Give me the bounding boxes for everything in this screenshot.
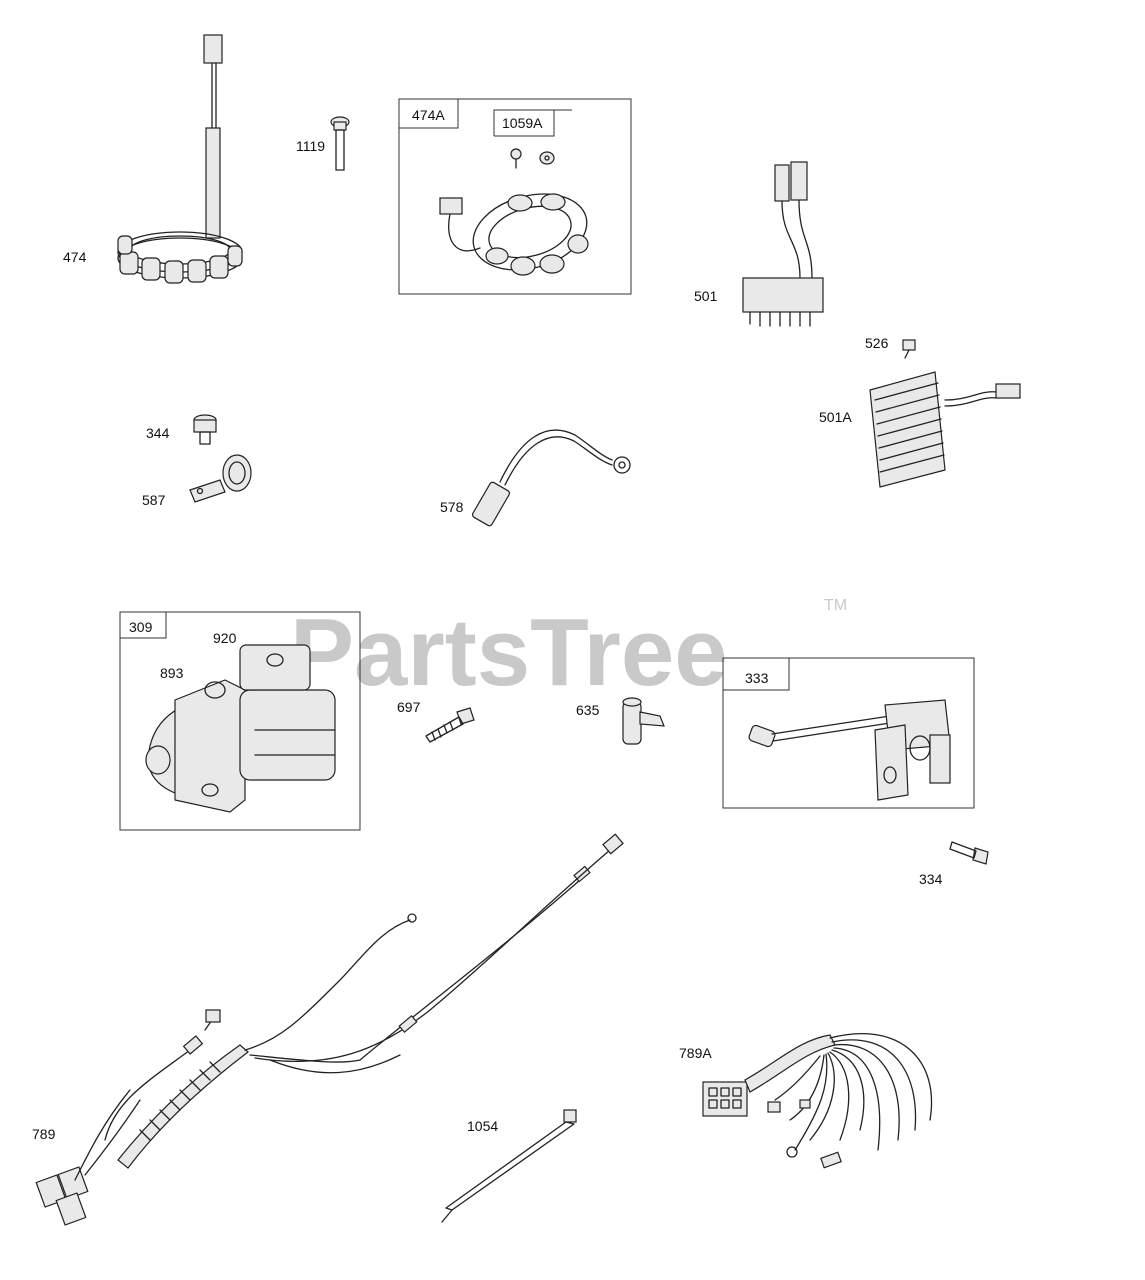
callout-1119: 1119 [296, 138, 325, 154]
callout-474A: 474A [412, 107, 445, 123]
part-474-stator[interactable] [117, 34, 243, 284]
part-334-screw[interactable] [949, 841, 989, 865]
part-1059A-screw-washer[interactable] [510, 148, 555, 169]
callout-501A: 501A [819, 409, 852, 425]
callout-333: 333 [745, 670, 769, 686]
part-526-screw[interactable] [902, 339, 916, 359]
part-474A-stator[interactable] [439, 182, 595, 282]
part-344-screw[interactable] [193, 414, 217, 445]
callout-1059A: 1059A [502, 115, 543, 131]
callout-526: 526 [865, 335, 889, 351]
callout-309: 309 [129, 619, 153, 635]
part-501A-regulator[interactable] [869, 371, 1021, 488]
part-635-spark-plug-boot[interactable] [622, 697, 665, 745]
part-587-clamp[interactable] [189, 454, 252, 503]
callout-501: 501 [694, 288, 718, 304]
part-697-bolt[interactable] [425, 707, 475, 743]
watermark-trademark: TM [824, 597, 847, 614]
callout-1054: 1054 [467, 1118, 498, 1134]
part-1054-cable-tie[interactable] [441, 1109, 577, 1223]
part-578-lead[interactable] [471, 429, 631, 527]
part-1119-bolt[interactable] [330, 116, 350, 171]
callout-474: 474 [63, 249, 87, 265]
callout-344: 344 [146, 425, 170, 441]
watermark-text: PartsTree [290, 599, 728, 706]
part-309-starter-motor[interactable] [145, 644, 336, 813]
callout-920: 920 [213, 630, 237, 646]
callout-789: 789 [32, 1126, 56, 1142]
kit-309-frame [119, 611, 361, 831]
part-789-wiring-harness[interactable] [35, 833, 624, 1226]
callout-587: 587 [142, 492, 166, 508]
callout-893: 893 [160, 665, 184, 681]
part-333-ignition-armature[interactable] [748, 699, 951, 801]
callout-789A: 789A [679, 1045, 712, 1061]
kit-333-frame [722, 657, 975, 809]
kit-474A-frame [398, 98, 632, 295]
callout-334: 334 [919, 871, 943, 887]
part-789A-harness[interactable] [702, 1033, 933, 1169]
callout-578: 578 [440, 499, 464, 515]
part-501-regulator[interactable] [742, 161, 824, 327]
callout-697: 697 [397, 699, 421, 715]
callout-635: 635 [576, 702, 600, 718]
